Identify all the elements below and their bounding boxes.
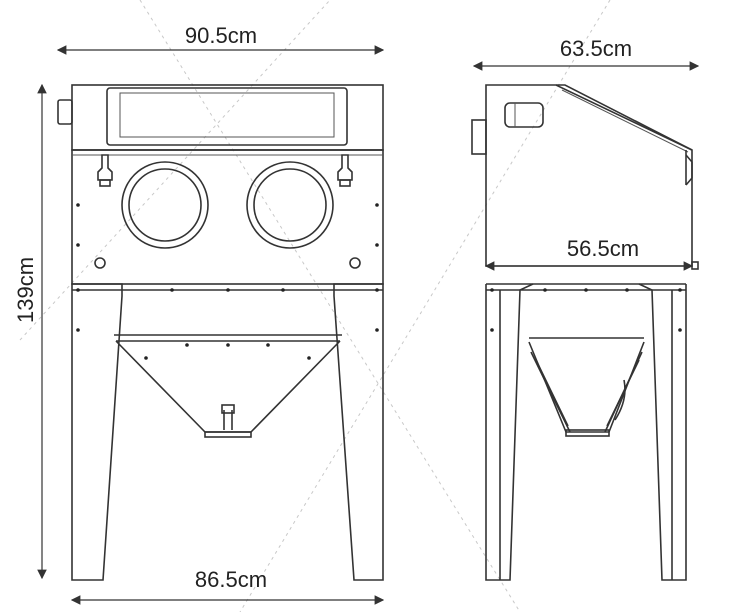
front-hopper (114, 334, 342, 438)
left-glove-port (121, 161, 209, 249)
side-hopper (528, 337, 645, 437)
front-body (71, 149, 384, 285)
hopper-bolts (144, 343, 311, 360)
side-handle (57, 99, 73, 125)
side-view: 63.5cm 56.5cm (471, 36, 700, 581)
side-inlet-fitting (471, 119, 487, 155)
left-latch (97, 154, 113, 187)
left-vent (94, 257, 106, 269)
side-switch-box (504, 102, 544, 128)
side-depth-body-label: 56.5cm (567, 236, 639, 261)
front-width-bottom-label: 86.5cm (195, 567, 267, 592)
right-glove-port (246, 161, 334, 249)
front-width-top-label: 90.5cm (185, 23, 257, 48)
viewing-window-frame (106, 87, 348, 146)
watermark-lines (19, 0, 611, 612)
height-label: 139cm (13, 257, 38, 323)
body-bolts (76, 203, 379, 247)
right-vent (349, 257, 361, 269)
right-latch (337, 154, 353, 187)
side-cabinet (485, 84, 693, 267)
front-view: 90.5cm 139cm (13, 23, 385, 605)
leg-bolts (76, 288, 379, 332)
side-depth-top-label: 63.5cm (560, 36, 632, 61)
side-bolts (490, 288, 682, 332)
front-lid (71, 84, 384, 151)
viewing-window (119, 92, 335, 138)
side-legs (485, 283, 687, 581)
